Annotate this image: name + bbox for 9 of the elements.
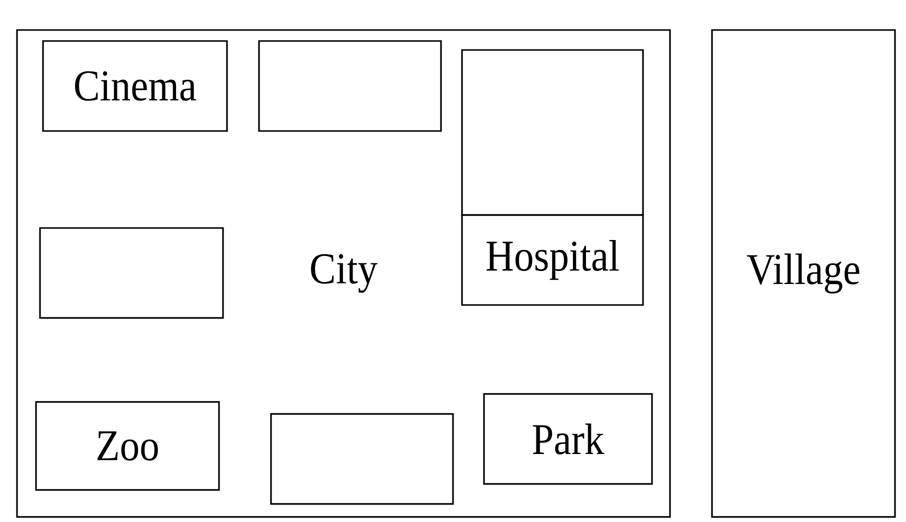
empty-box bbox=[258, 40, 442, 132]
building-box: Zoo bbox=[35, 401, 220, 491]
empty-box bbox=[270, 413, 454, 505]
building-box: Cinema bbox=[42, 40, 228, 132]
empty-box bbox=[461, 49, 644, 216]
building-box: Hospital bbox=[461, 214, 644, 306]
region-box: Village bbox=[711, 29, 896, 518]
building-box: Park bbox=[483, 393, 653, 485]
empty-box bbox=[39, 227, 224, 319]
